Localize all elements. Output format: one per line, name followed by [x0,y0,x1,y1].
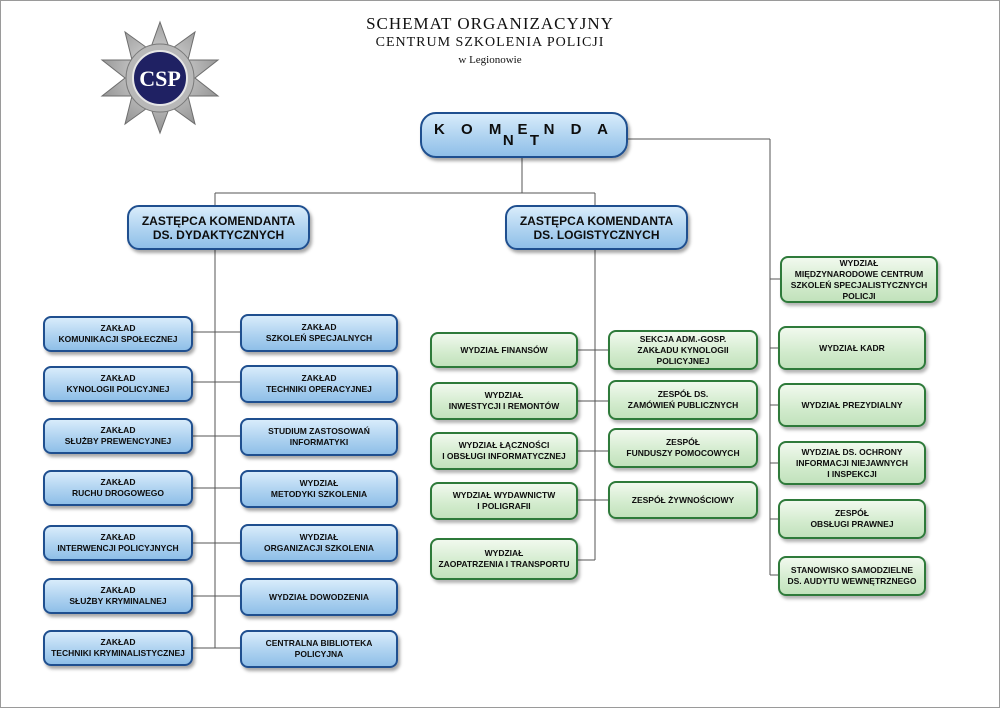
unit-box: ZAKŁAD KOMUNIKACJI SPOŁECZNEJ [43,316,193,352]
police-star-badge-icon: CSP [100,20,220,135]
unit-box: ZAKŁAD RUCHU DROGOWEGO [43,470,193,506]
unit-box: WYDZIAŁ KADR [778,326,926,370]
unit-box: WYDZIAŁ DOWODZENIA [240,578,398,616]
unit-box: WYDZIAŁ INWESTYCJI I REMONTÓW [430,382,578,420]
unit-box: ZAKŁAD INTERWENCJI POLICYJNYCH [43,525,193,561]
unit-box: WYDZIAŁ METODYKI SZKOLENIA [240,470,398,508]
unit-box: ZAKŁAD KYNOLOGII POLICYJNEJ [43,366,193,402]
commander-box: K O M E N D A N T [420,112,628,158]
csp-logo: CSP [100,20,220,135]
unit-box: ZESPÓŁ OBSŁUGI PRAWNEJ [778,499,926,539]
page-title: SCHEMAT ORGANIZACYJNY [366,14,614,33]
page-location: w Legionowie [458,54,522,66]
unit-box: STUDIUM ZASTOSOWAŃ INFORMATYKI [240,418,398,456]
unit-box: ZAKŁAD TECHNIKI OPERACYJNEJ [240,365,398,403]
unit-box: WYDZIAŁ ORGANIZACJI SZKOLENIA [240,524,398,562]
deputy-logistic-box: ZASTĘPCA KOMENDANTA DS. LOGISTYCZNYCH [505,205,688,250]
unit-box: WYDZIAŁ ZAOPATRZENIA I TRANSPORTU [430,538,578,580]
logo-text: CSP [139,66,181,91]
unit-box: ZAKŁAD SŁUŻBY KRYMINALNEJ [43,578,193,614]
unit-box: CENTRALNA BIBLIOTEKA POLICYJNA [240,630,398,668]
unit-box: WYDZIAŁ ŁĄCZNOŚCI I OBSŁUGI INFORMATYCZN… [430,432,578,470]
unit-box: ZESPÓŁ DS. ZAMÓWIEŃ PUBLICZNYCH [608,380,758,420]
unit-box: ZAKŁAD SŁUŻBY PREWENCYJNEJ [43,418,193,454]
unit-box: ZESPÓŁ ŻYWNOŚCIOWY [608,481,758,519]
page-subtitle: CENTRUM SZKOLENIA POLICJI [375,35,605,50]
deputy-didactic-box: ZASTĘPCA KOMENDANTA DS. DYDAKTYCZNYCH [127,205,310,250]
unit-box: WYDZIAŁ PREZYDIALNY [778,383,926,427]
unit-box: STANOWISKO SAMODZIELNE DS. AUDYTU WEWNĘT… [778,556,926,596]
unit-box: WYDZIAŁ DS. OCHRONY INFORMACJI NIEJAWNYC… [778,441,926,485]
unit-box: WYDZIAŁ MIĘDZYNARODOWE CENTRUM SZKOLEŃ S… [780,256,938,303]
unit-box: WYDZIAŁ WYDAWNICTW I POLIGRAFII [430,482,578,520]
unit-box: WYDZIAŁ FINANSÓW [430,332,578,368]
unit-box: ZAKŁAD SZKOLEŃ SPECJALNYCH [240,314,398,352]
unit-box: ZAKŁAD TECHNIKI KRYMINALISTYCZNEJ [43,630,193,666]
unit-box: SEKCJA ADM.-GOSP. ZAKŁADU KYNOLOGII POLI… [608,330,758,370]
unit-box: ZESPÓŁ FUNDUSZY POMOCOWYCH [608,428,758,468]
